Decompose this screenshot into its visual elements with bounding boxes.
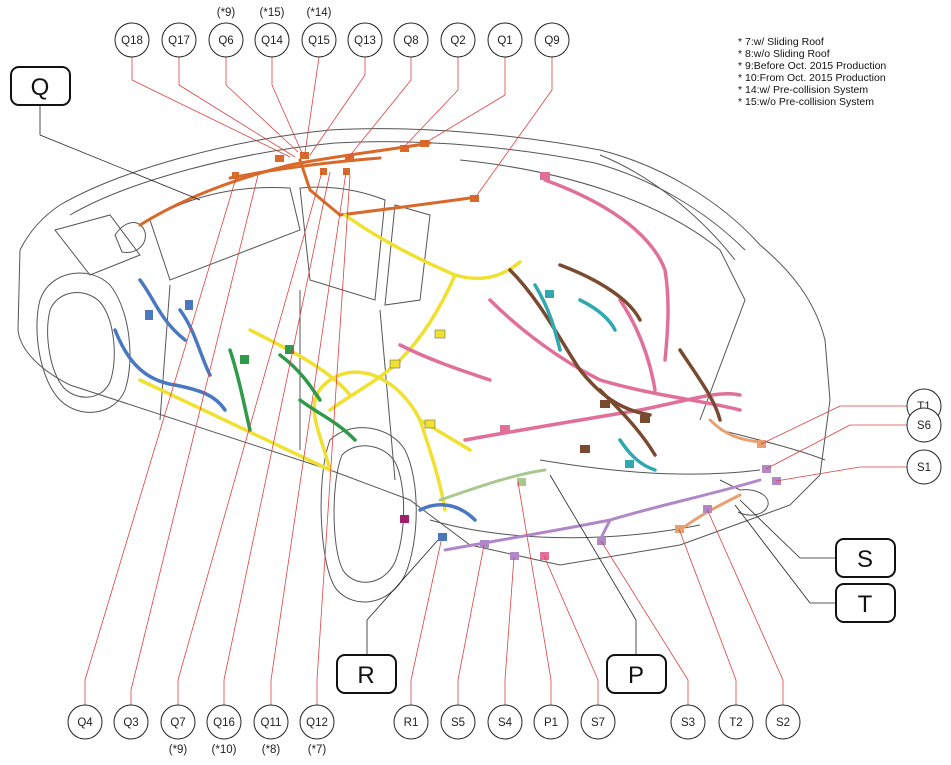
connector-id: Q17 [168, 35, 190, 47]
right-connector-labels: T1 S6 S1 [906, 388, 942, 485]
harness-blue [113, 278, 477, 522]
connector-label-s7[interactable]: S7 [580, 704, 616, 740]
connector-id: Q6 [218, 35, 233, 47]
group-box-q[interactable]: Q [10, 66, 71, 106]
connector-id: Q15 [308, 35, 330, 47]
connector-label-p1[interactable]: P1 [533, 704, 569, 740]
footnotes: * 7:w/ Sliding Roof * 8:w/o Sliding Roof… [738, 36, 886, 108]
connector-id: S6 [917, 420, 931, 432]
connector-label-q13[interactable]: Q13 [347, 22, 383, 58]
connector-label-q4[interactable]: Q4 [67, 704, 103, 740]
connector-id: Q16 [213, 717, 235, 729]
connector-note: (*9) [169, 744, 188, 756]
connector-blocks [145, 140, 781, 560]
group-leader-lines [39, 105, 836, 655]
group-letter: T [858, 591, 873, 618]
connector-label-r1[interactable]: R1 [393, 704, 429, 740]
harness-brown [508, 263, 722, 457]
connector-id: Q1 [497, 35, 512, 47]
note-line: * 7:w/ Sliding Roof [738, 36, 824, 48]
group-letter: P [628, 662, 644, 689]
connector-note: (*10) [212, 744, 237, 756]
bottom-connector-labels: Q4 Q3 Q7 (*9) Q16 (*10) Q11 (*8) Q12 (*7) R1… [67, 704, 801, 756]
connector-label-s3[interactable]: S3 [670, 704, 706, 740]
harness-teal [533, 283, 657, 472]
connector-id: Q11 [261, 717, 282, 729]
connector-id: S7 [591, 717, 605, 729]
connector-label-q6[interactable]: Q6 (*9) [208, 7, 244, 58]
harness-pink [398, 178, 742, 442]
connector-label-q18[interactable]: Q18 [114, 22, 150, 58]
connector-id: Q3 [123, 717, 138, 729]
connector-id: P1 [544, 717, 558, 729]
connector-label-q16[interactable]: Q16 (*10) [206, 704, 242, 756]
harness-lightgreen [438, 468, 547, 502]
connector-label-q14[interactable]: Q14 (*15) [254, 7, 290, 58]
connector-label-q8[interactable]: Q8 [393, 22, 429, 58]
harness-yellow [138, 213, 522, 512]
group-letter: S [857, 546, 873, 573]
connector-id: Q14 [261, 35, 283, 47]
connector-label-q11[interactable]: Q11 (*8) [253, 704, 289, 756]
connector-note: (*15) [260, 7, 285, 19]
note-line: * 14:w/ Pre-collision System [738, 84, 868, 96]
harness-lavender [443, 478, 762, 552]
connector-label-q17[interactable]: Q17 [161, 22, 197, 58]
connector-id: T2 [729, 717, 742, 729]
connector-label-s1[interactable]: S1 [906, 449, 942, 485]
group-letter: R [357, 662, 374, 689]
connector-label-t2[interactable]: T2 [718, 704, 754, 740]
connector-id: Q12 [306, 717, 328, 729]
connector-note: (*14) [307, 7, 332, 19]
group-box-s[interactable]: S [835, 538, 896, 578]
note-line: * 10:From Oct. 2015 Production [738, 72, 886, 84]
connector-label-s5[interactable]: S5 [440, 704, 476, 740]
connector-label-q12[interactable]: Q12 (*7) [299, 704, 335, 756]
connector-label-q9[interactable]: Q9 [534, 22, 570, 58]
connector-label-s2[interactable]: S2 [765, 704, 801, 740]
connector-id: S1 [917, 462, 931, 474]
connector-label-s6[interactable]: S6 [906, 407, 942, 443]
group-labels: Q R P S T [10, 66, 896, 694]
connector-id: Q7 [170, 717, 185, 729]
connector-id: R1 [404, 717, 419, 729]
connector-label-s4[interactable]: S4 [487, 704, 523, 740]
group-letter: Q [31, 74, 50, 101]
group-box-t[interactable]: T [835, 583, 896, 623]
connector-label-q7[interactable]: Q7 (*9) [160, 704, 196, 756]
top-connector-labels: Q18 Q17 Q6(*9) Q14(*15) Q15(*14) Q13 Q8 … [114, 7, 570, 58]
group-box-p[interactable]: P [606, 654, 667, 694]
note-line: * 8:w/o Sliding Roof [738, 48, 830, 60]
harness-orange-roof [138, 141, 472, 227]
connector-id: S3 [681, 717, 695, 729]
note-line: * 15:w/o Pre-collision System [738, 96, 874, 108]
connector-id: Q18 [121, 35, 143, 47]
connector-id: Q13 [354, 35, 376, 47]
connector-id: S4 [498, 717, 513, 729]
connector-id: S2 [776, 717, 790, 729]
connector-id: Q9 [544, 35, 559, 47]
connector-label-q2[interactable]: Q2 [440, 22, 476, 58]
connector-id: Q4 [77, 717, 93, 729]
group-box-r[interactable]: R [336, 654, 397, 694]
note-line: * 9:Before Oct. 2015 Production [738, 60, 886, 72]
connector-label-q3[interactable]: Q3 [113, 704, 149, 740]
connector-id: Q2 [450, 35, 465, 47]
vehicle-outline [17, 128, 831, 603]
connector-note: (*8) [262, 744, 281, 756]
harness-peach [678, 418, 762, 532]
connector-id: Q8 [403, 35, 418, 47]
leader-lines [84, 56, 908, 705]
connector-note: (*7) [308, 744, 327, 756]
connector-id: S5 [451, 717, 465, 729]
connector-label-q1[interactable]: Q1 [487, 22, 523, 58]
harness-green [228, 348, 357, 442]
connector-label-q15[interactable]: Q15 (*14) [301, 7, 337, 58]
connector-note: (*9) [217, 7, 236, 19]
